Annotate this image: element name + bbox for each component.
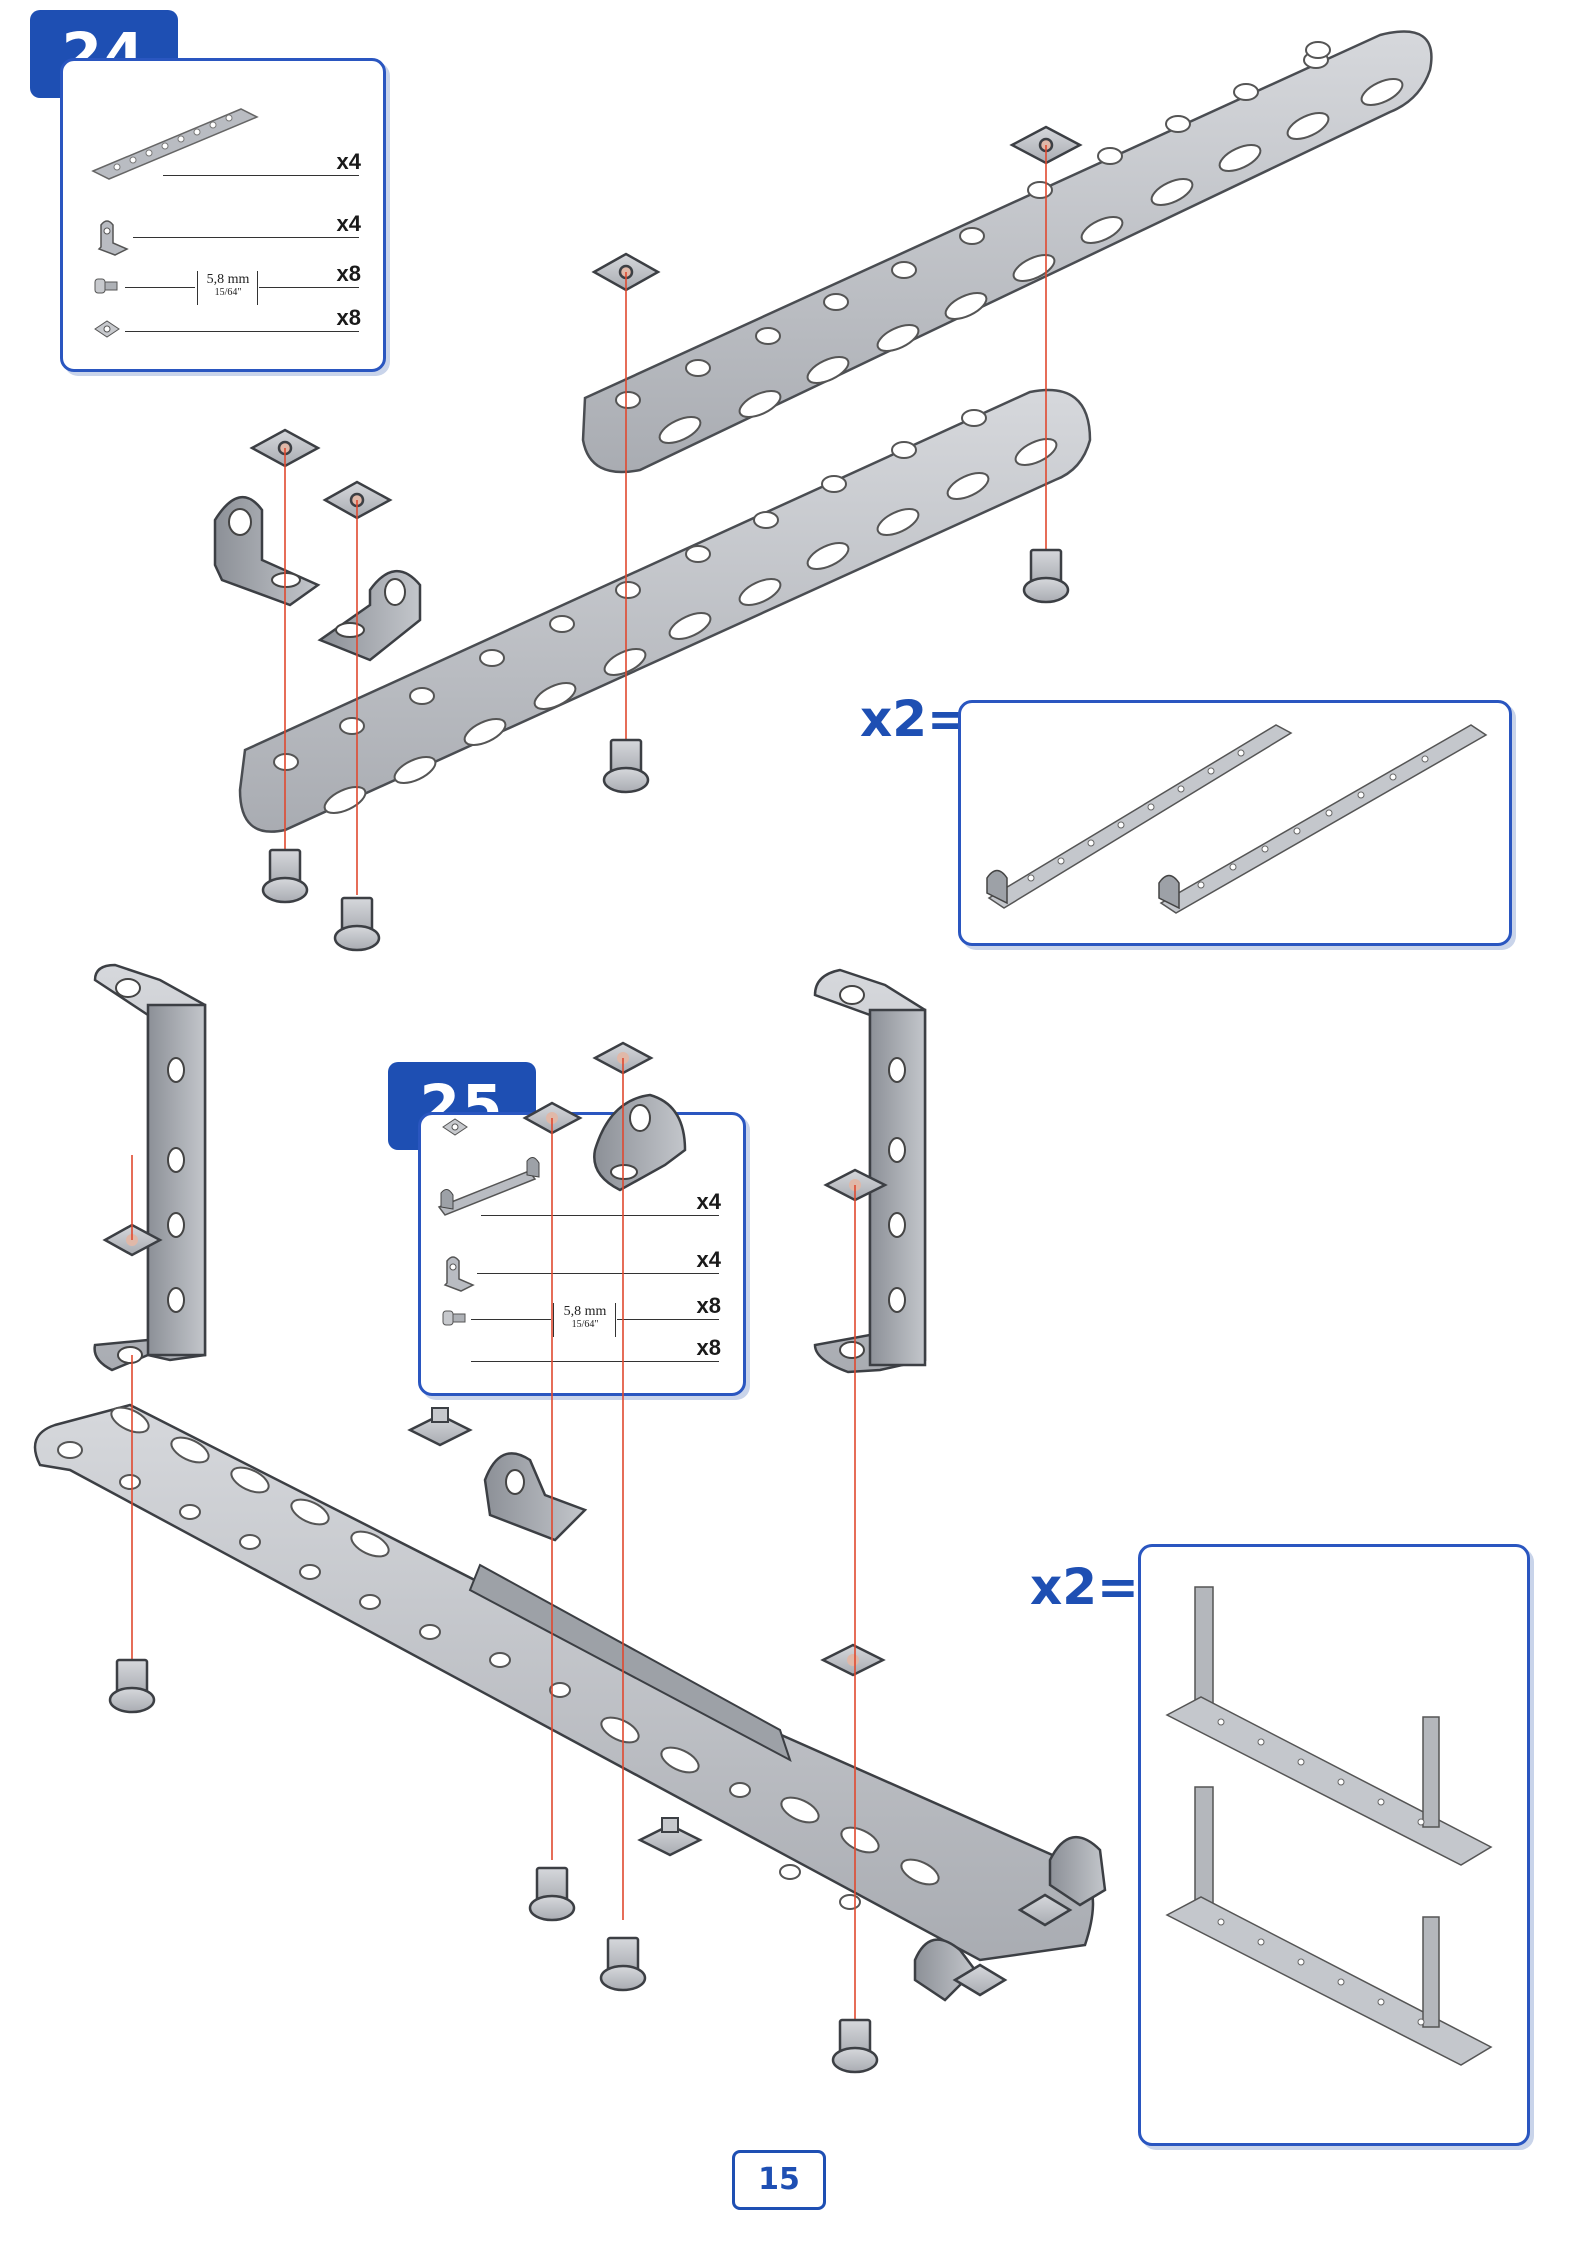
result-frame-1 xyxy=(1165,1586,1493,1866)
long-strip xyxy=(33,1403,1095,1962)
mounted-nut-2 xyxy=(637,1817,703,1857)
step-24-multiplier: x2= xyxy=(860,690,969,748)
bracket-icon xyxy=(97,220,129,256)
step-24-strip-qty: x4 xyxy=(336,149,361,174)
nut-icon xyxy=(442,1118,468,1136)
step-24-result-box xyxy=(958,700,1512,946)
strip-with-ends-icon xyxy=(437,1157,540,1216)
bracket-left xyxy=(213,495,321,607)
bracket-loose xyxy=(593,1093,687,1192)
lower-strip xyxy=(238,388,1092,833)
step-25-strip-qty: x4 xyxy=(696,1189,721,1214)
bolt-c xyxy=(599,1936,647,1992)
step-24-bracket-qty: x4 xyxy=(336,211,361,236)
step-24-result-assembly xyxy=(986,724,1488,914)
step-24-nut-qty: x8 xyxy=(336,305,361,330)
bolt-d xyxy=(831,2018,879,2074)
strip-icon xyxy=(91,108,259,180)
mounted-nut-mid xyxy=(407,1407,473,1447)
nut-icon xyxy=(94,320,120,338)
bolt-a xyxy=(108,1658,156,1714)
bolt-b xyxy=(528,1866,576,1922)
step-24-assembly xyxy=(213,30,1433,952)
step-24-parts-box: x4 x4 5,8 mm 15/64" x8 x8 xyxy=(60,58,386,372)
angle-girder-left xyxy=(93,963,207,1372)
step-25-bracket-qty: x4 xyxy=(696,1247,721,1272)
step-25-assembly xyxy=(33,963,1107,2074)
nut-d xyxy=(820,1643,886,1677)
step-25-nut-qty: x8 xyxy=(696,1335,721,1360)
bolt-icon xyxy=(94,278,118,294)
bolt-1 xyxy=(261,848,309,904)
page-number: 15 xyxy=(732,2150,826,2210)
mounted-bracket-mid xyxy=(483,1452,588,1542)
bolt-2 xyxy=(333,896,381,952)
bracket-right xyxy=(317,569,422,662)
result-frame-2 xyxy=(1165,1786,1493,2066)
bolt-3 xyxy=(602,738,650,794)
bolt-icon xyxy=(442,1310,466,1326)
bracket-icon xyxy=(443,1256,475,1292)
step-25-multiplier: x2= xyxy=(1030,1558,1139,1616)
step-25-bolt-dim: 5,8 mm 15/64" xyxy=(563,1304,607,1330)
step-25-bolt-qty: x8 xyxy=(696,1293,721,1318)
step-25-result-box xyxy=(1138,1544,1530,2146)
step-25-parts-box: x4 x4 5,8 mm 15/64" x8 x8 xyxy=(418,1112,746,1396)
bolt-4 xyxy=(1022,548,1070,604)
end-brackets xyxy=(913,1835,1107,2002)
step-24-bolt-qty: x8 xyxy=(336,261,361,286)
step-24-bolt-dim: 5,8 mm 15/64" xyxy=(206,272,250,298)
step-25-result-assembly xyxy=(1165,1586,1493,2066)
angle-girder-right xyxy=(813,968,927,1374)
